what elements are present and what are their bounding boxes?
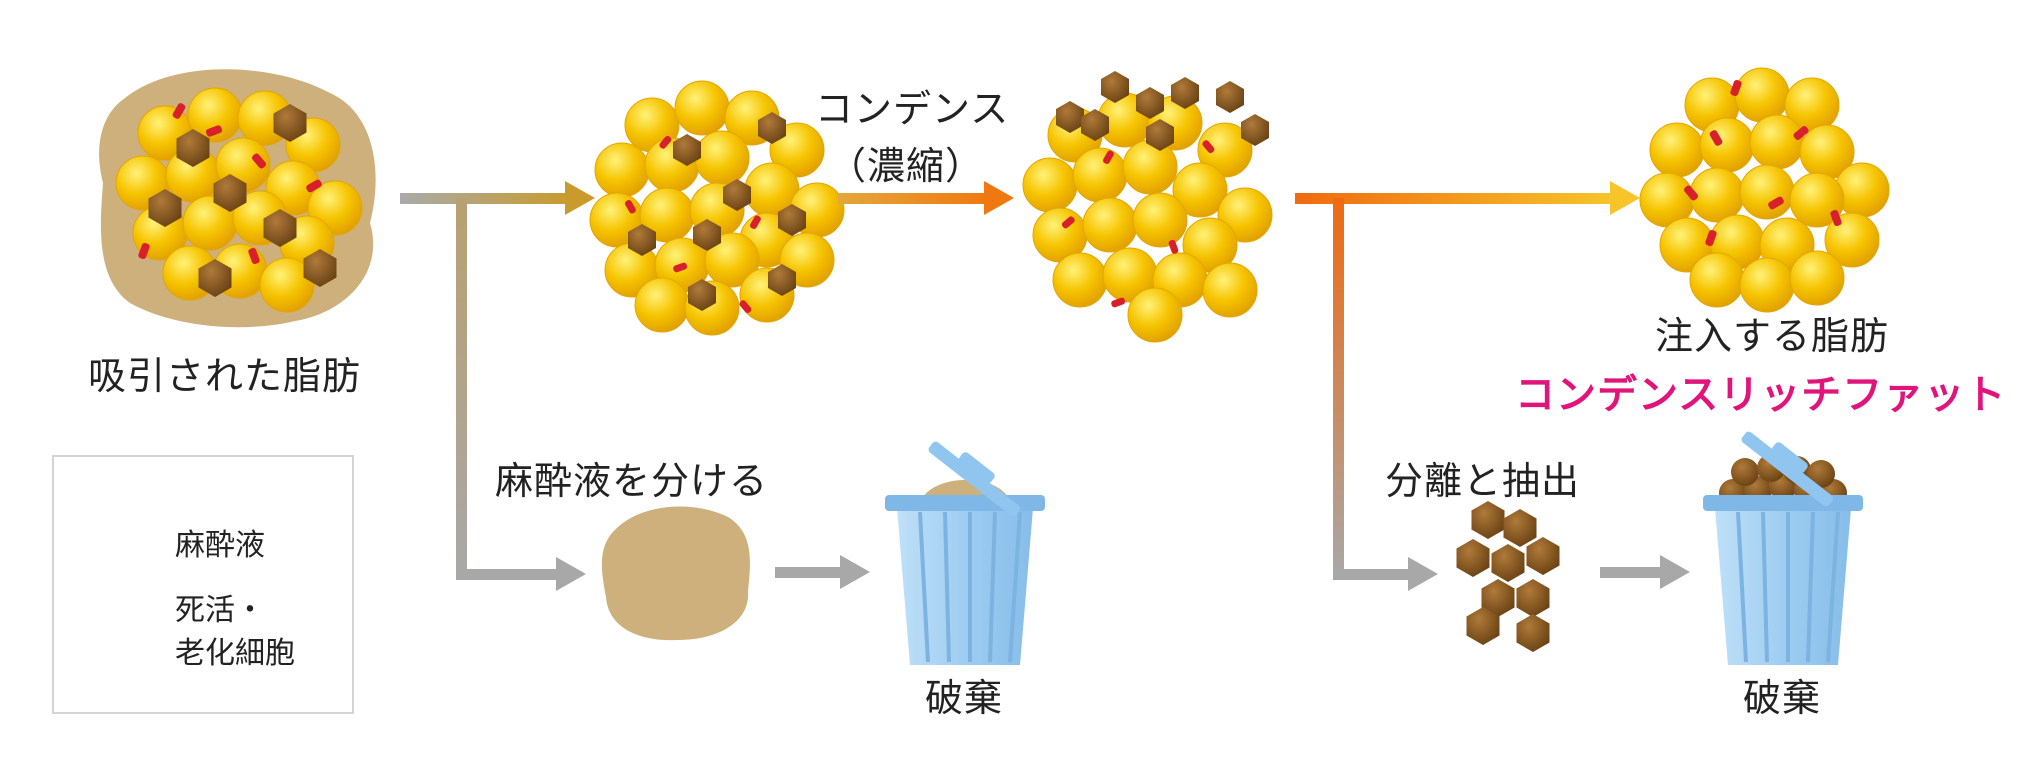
condense-sub-label: （濃縮）	[828, 144, 985, 188]
flow-arrow-to-separation	[400, 181, 595, 591]
anesthetic-blob-icon	[601, 506, 750, 641]
trash-bin-icon	[885, 441, 1045, 665]
legend-dead-cells-label-2: 老化細胞	[175, 636, 295, 671]
flow-arrow-to-extraction	[1295, 181, 1640, 591]
discard-label-1: 破棄	[925, 676, 1004, 720]
injected-fat-label: 注入する脂肪	[1655, 314, 1890, 358]
legend-dead-cells-label-1: 死活・	[175, 593, 265, 628]
fat-cluster-icon	[589, 80, 845, 336]
condensed-fat-cluster-icon	[1022, 71, 1273, 343]
flow-arrow-to-discard-1	[775, 555, 870, 589]
separate-anesthetic-label: 麻酔液を分ける	[495, 459, 769, 503]
legend	[52, 455, 354, 714]
trash-bin-icon	[1703, 431, 1863, 665]
injected-fat-cluster-icon	[1639, 67, 1890, 313]
suctioned-fat-cluster-icon	[99, 69, 376, 328]
condense-rich-fat-label: コンデンスリッチファット	[1515, 372, 2007, 418]
condense-label: コンデンス	[815, 87, 1010, 131]
dead-cells-icon	[1456, 501, 1560, 652]
flow-arrow-to-discard-2	[1600, 555, 1690, 589]
legend-anesthetic-label: 麻酔液	[175, 528, 265, 563]
discard-label-2: 破棄	[1743, 676, 1822, 720]
suctioned-fat-label: 吸引された脂肪	[88, 354, 362, 398]
condense-arrow	[838, 181, 1014, 215]
separate-extract-label: 分離と抽出	[1385, 459, 1581, 503]
